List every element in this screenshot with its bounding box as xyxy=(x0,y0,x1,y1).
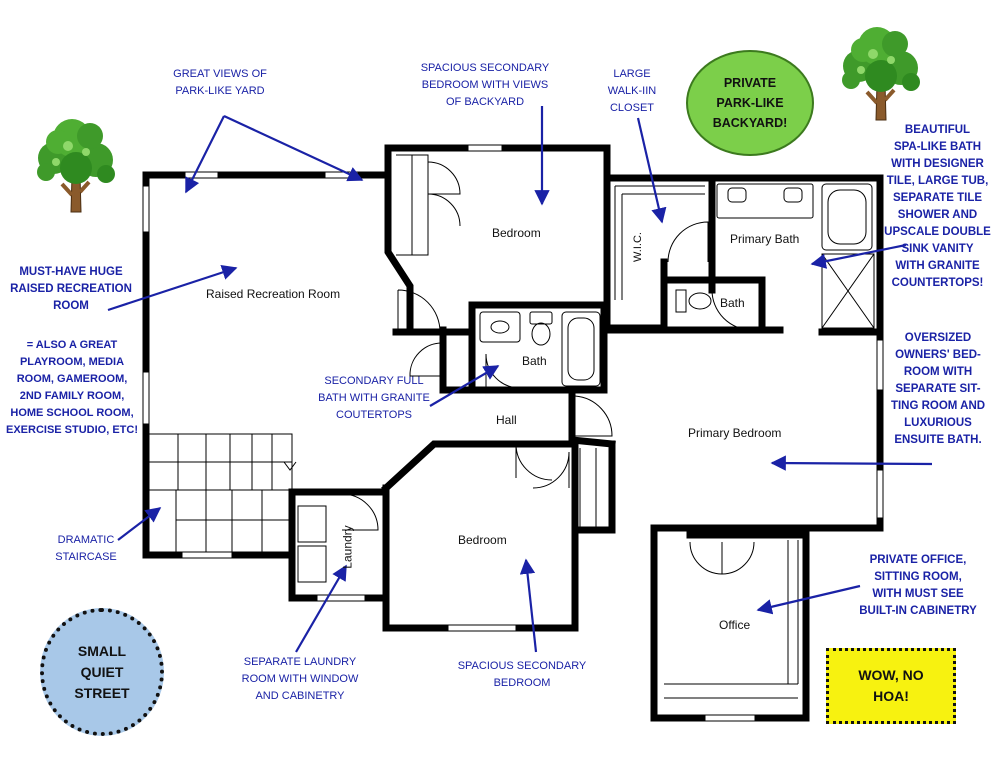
arrow-full-bath xyxy=(429,365,500,407)
tree-left-icon xyxy=(35,117,117,214)
room-label-office: Office xyxy=(719,618,751,632)
room-label-hall: Hall xyxy=(496,413,517,427)
room-label-bath-small: Bath xyxy=(720,296,745,310)
arrow-staircase xyxy=(117,507,162,541)
note-office: PRIVATE OFFICE,SITTING ROOM,WITH MUST SE… xyxy=(859,554,977,617)
annotation-arrows xyxy=(107,106,933,653)
tree-right-icon xyxy=(840,25,922,122)
arrow-bedroom-lower xyxy=(519,558,538,653)
room-label-bedroom-lower: Bedroom xyxy=(458,533,507,547)
arrow-laundry xyxy=(295,564,347,653)
arrow-spa-bath xyxy=(810,243,907,269)
arrow-closet xyxy=(636,117,667,224)
fixtures xyxy=(142,144,884,722)
room-label-recreation: Raised Recreation Room xyxy=(206,287,341,301)
arrow-views-left xyxy=(185,115,225,194)
room-label-primary-bath: Primary Bath xyxy=(730,232,800,246)
walls xyxy=(142,144,884,722)
arrow-rec-room xyxy=(107,265,238,312)
room-label-bath-secondary: Bath xyxy=(522,354,547,368)
arrow-owners xyxy=(770,455,933,471)
room-label-laundry: Laundry xyxy=(340,525,355,569)
arrow-office xyxy=(756,584,861,615)
room-label-primary-bedroom: Primary Bedroom xyxy=(688,426,782,440)
room-label-wic: W.I.C. xyxy=(631,232,644,262)
arrow-views-right xyxy=(223,115,364,182)
room-label-bedroom-top: Bedroom xyxy=(492,226,541,240)
